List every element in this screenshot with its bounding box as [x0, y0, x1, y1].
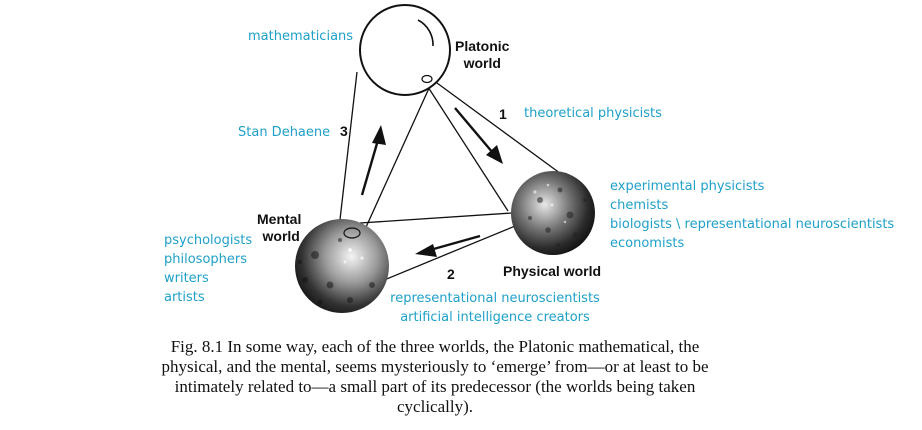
platonic-world-sphere [359, 4, 451, 96]
annotation-ai-creators: artificial intelligence creators [400, 310, 590, 325]
mental-world-sphere [295, 219, 389, 313]
platonic-label-line2: world [463, 55, 501, 71]
annotation-stan-dehaene: Stan Dehaene [238, 125, 331, 140]
mental-world-label: Mental world [257, 211, 301, 245]
annotation-physical-side: experimental physicists chemists biologi… [610, 177, 894, 253]
three-worlds-diagram [295, 4, 595, 313]
annotation-philosophers: philosophers [164, 252, 248, 267]
arrow-number-1: 1 [499, 106, 507, 122]
annotation-bottom: representational neuroscientists artific… [388, 289, 602, 327]
arrow-number-3: 3 [340, 123, 348, 139]
mental-label-line2: world [262, 228, 300, 244]
annotation-artists: artists [164, 290, 205, 305]
annotation-theoretical-physicists: theoretical physicists [524, 106, 662, 121]
figure-caption: Fig. 8.1 In some way, each of the three … [161, 337, 709, 416]
mental-label-line1: Mental [257, 211, 302, 227]
annotation-writers: writers [164, 271, 209, 286]
projection-cones [337, 71, 573, 286]
annotation-biologists: biologists \ representational neuroscien… [610, 217, 895, 232]
annotation-mental-side: psychologists philosophers writers artis… [164, 231, 252, 307]
annotation-psychologists: psychologists [164, 233, 253, 248]
annotation-chemists: chemists [610, 198, 669, 213]
arrows [360, 107, 503, 257]
annotation-experimental-physicists: experimental physicists [610, 179, 765, 194]
physical-world-sphere [511, 171, 595, 255]
physical-world-label: Physical world [503, 263, 602, 279]
platonic-world-label: Platonic world [455, 38, 509, 72]
platonic-label-line1: Platonic [455, 38, 510, 54]
annotation-economists: economists [610, 236, 685, 251]
annotation-representational-neuroscientists: representational neuroscientists [390, 291, 600, 306]
annotation-mathematicians: mathematicians [248, 29, 354, 44]
arrow-number-2: 2 [447, 266, 455, 282]
